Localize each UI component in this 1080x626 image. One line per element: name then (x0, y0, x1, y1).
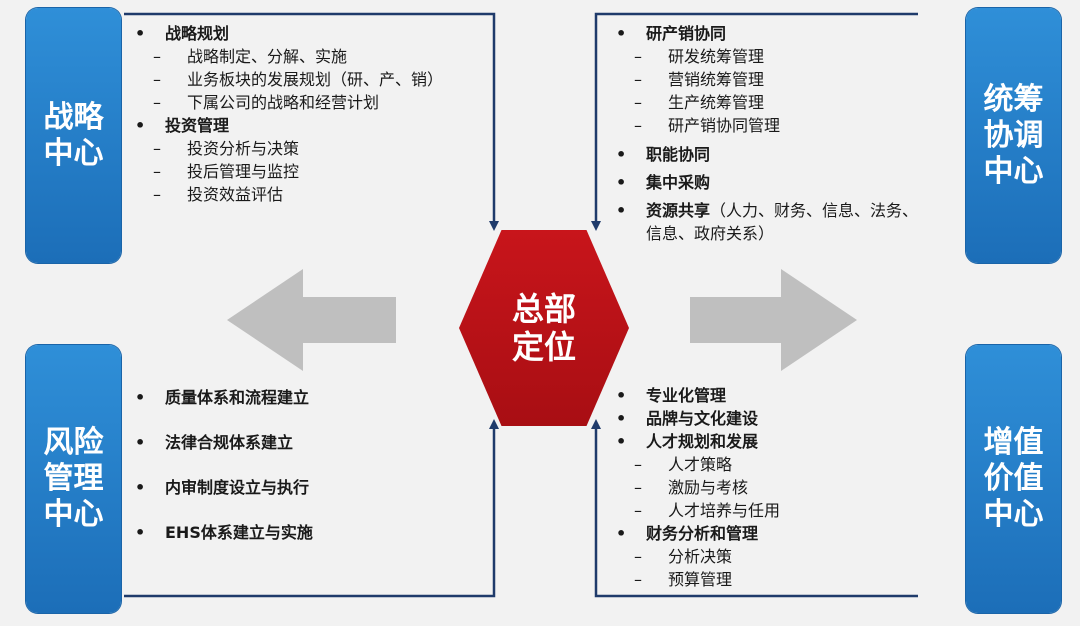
list-item: • EHS体系建立与实施 (135, 523, 313, 542)
bullet: • (135, 24, 146, 43)
list-item: • 投资管理 –投资分析与决策 –投后管理与监控 –投资效益评估 (135, 114, 443, 206)
bullet: • (135, 116, 146, 135)
bullet: • (616, 409, 627, 428)
sub-item: –生产统筹管理 (634, 93, 765, 112)
list-item: • 资源共享（人力、财务、信息、法务、 信息、政府关系） (616, 201, 919, 243)
connector-bottom-right (591, 419, 918, 598)
item-title: 研产销协同 (646, 24, 727, 43)
bullet: • (616, 432, 627, 451)
list-item: • 品牌与文化建设 (616, 409, 759, 428)
list-item: • 研产销协同 –研发统筹管理 –营销统筹管理 –生产统筹管理 –研产销协同管理 (616, 22, 918, 137)
bullet: • (616, 145, 627, 164)
value-list: • 专业化管理 • 品牌与文化建设 • 人才规划和发展 –人才策略 –激励与考核… (616, 384, 781, 591)
sub-item: –下属公司的战略和经营计划 (153, 93, 380, 112)
item-title: 财务分析和管理 (646, 524, 759, 543)
sub-item: –营销统筹管理 (634, 70, 765, 89)
list-item: • 人才规划和发展 –人才策略 –激励与考核 –人才培养与任用 (616, 430, 781, 522)
sub-item: –分析决策 (634, 547, 733, 566)
hq-positioning-label: 总部 定位 (511, 290, 576, 366)
sub-item: –投资分析与决策 (153, 139, 300, 158)
bullet: • (135, 388, 146, 407)
sub-item: –研发统筹管理 (634, 47, 765, 66)
bullet: • (135, 478, 146, 497)
list-item: • 质量体系和流程建立 (135, 388, 310, 407)
item-title: 战略规划 (165, 24, 230, 43)
list-item: • 专业化管理 (616, 386, 727, 405)
box-risk-center: 风险 管理 中心 (26, 345, 121, 613)
bullet: • (135, 523, 146, 542)
item-title: 投资管理 (165, 116, 230, 135)
strategy-list: • 战略规划 –战略制定、分解、实施 –业务板块的发展规划（研、产、销） –下属… (135, 22, 444, 206)
sub-item: –战略制定、分解、实施 (153, 47, 348, 66)
right-arrow (690, 269, 857, 371)
list-item: • 集中采购 (616, 173, 711, 192)
connector-top-right (591, 12, 918, 231)
sub-item: –人才策略 (634, 455, 733, 474)
bullet: • (616, 173, 627, 192)
bullet: • (616, 524, 627, 543)
sub-item: –激励与考核 (634, 478, 749, 497)
box-value-center-label: 增值 价值 中心 (983, 425, 1044, 532)
box-coordination-center: 统筹 协调 中心 (966, 8, 1061, 263)
sub-item: –预算管理 (634, 570, 733, 589)
sub-item: –研产销协同管理 (634, 116, 781, 135)
sub-item: –人才培养与任用 (634, 501, 781, 520)
list-item: • 财务分析和管理 –分析决策 –预算管理 (616, 522, 780, 591)
list-item: • 战略规划 –战略制定、分解、实施 –业务板块的发展规划（研、产、销） –下属… (135, 22, 444, 114)
box-risk-center-label: 风险 管理 中心 (43, 425, 104, 532)
connector-bottom-left (124, 419, 499, 598)
box-coordination-center-label: 统筹 协调 中心 (983, 81, 1044, 189)
coordination-list: • 研产销协同 –研发统筹管理 –营销统筹管理 –生产统筹管理 –研产销协同管理… (616, 22, 919, 245)
sub-item: –投后管理与监控 (153, 162, 300, 181)
sub-item: –投资效益评估 (153, 185, 284, 204)
bullet: • (616, 24, 627, 43)
bullet: • (616, 386, 627, 405)
left-arrow (227, 269, 396, 371)
box-strategy-center-label: 战略 中心 (43, 99, 104, 171)
box-strategy-center: 战略 中心 (26, 8, 121, 263)
sub-item: –业务板块的发展规划（研、产、销） (153, 70, 444, 89)
bullet: • (616, 201, 627, 220)
item-title: 人才规划和发展 (646, 432, 759, 451)
risk-list: • 质量体系和流程建立 • 法律合规体系建立 • 内审制度设立与执行 • EHS… (135, 386, 313, 566)
list-item: • 法律合规体系建立 (135, 433, 294, 452)
connector-top-left (124, 12, 499, 231)
box-value-center: 增值 价值 中心 (966, 345, 1061, 613)
list-item: • 内审制度设立与执行 (135, 478, 310, 497)
list-item: • 职能协同 (616, 145, 711, 164)
bullet: • (135, 433, 146, 452)
